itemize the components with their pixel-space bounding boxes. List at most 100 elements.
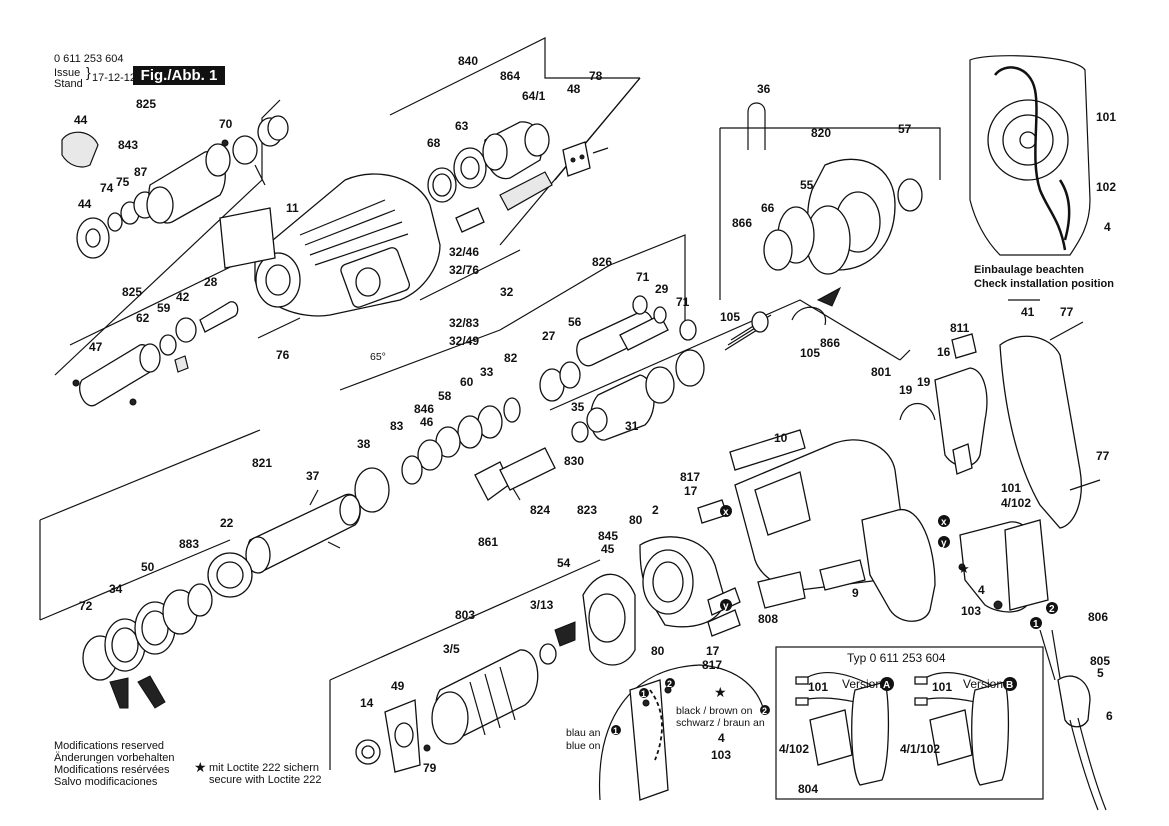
hammer-tube <box>207 489 361 598</box>
label-31: 31 <box>625 419 639 433</box>
label-56: 56 <box>568 315 582 329</box>
wiring-schwarz: schwarz / braun an <box>676 717 765 729</box>
label-83: 83 <box>390 419 404 433</box>
bearing-stack <box>427 121 609 233</box>
label-36: 36 <box>757 82 771 96</box>
label-5: 5 <box>1097 666 1104 680</box>
version-b-badge: B <box>1006 680 1013 691</box>
installation-caption-de: Einbaulage beachten <box>974 264 1084 276</box>
inset-label-4: 4 <box>1104 220 1111 234</box>
marker-x-2: x <box>941 517 947 528</box>
label-80: 80 <box>629 513 643 527</box>
modifications-de: Änderungen vorbehalten <box>54 752 175 764</box>
switch-parts <box>899 321 1101 613</box>
figure-badge: Fig./Abb. 1 <box>133 66 225 85</box>
marker-1: 1 <box>1033 619 1039 630</box>
label-65-deg: 65° <box>370 351 386 363</box>
label-33: 33 <box>480 365 494 379</box>
label-830: 830 <box>564 454 584 468</box>
inset-label-102: 102 <box>1096 180 1116 194</box>
label-79: 79 <box>423 761 437 775</box>
nose-parts <box>61 115 289 259</box>
version-b-drawing <box>914 671 1010 786</box>
label-823: 823 <box>577 503 597 517</box>
marker-y-2: y <box>941 538 947 549</box>
label-42: 42 <box>176 290 190 304</box>
label-72: 72 <box>79 599 93 613</box>
power-cable <box>1039 629 1107 811</box>
version-b-label: Version <box>963 677 1003 691</box>
label-70: 70 <box>219 117 233 131</box>
label-34: 34 <box>109 582 123 596</box>
issue-label: Issue <box>54 67 81 79</box>
motor-housing <box>729 429 936 622</box>
label-87: 87 <box>134 165 148 179</box>
label-2: 2 <box>652 503 659 517</box>
label-45: 45 <box>601 542 615 556</box>
label-76: 76 <box>276 348 290 362</box>
loctite-de: mit Loctite 222 sichern <box>209 762 320 774</box>
label-32-49: 32/49 <box>449 334 479 348</box>
wiring-black: black / brown on <box>676 705 753 717</box>
label-16: 16 <box>937 345 951 359</box>
label-808: 808 <box>758 612 778 626</box>
label-11: 11 <box>286 201 299 215</box>
label-75: 75 <box>116 175 130 189</box>
loctite-en: secure with Loctite 222 <box>209 774 322 786</box>
label-803: 803 <box>455 608 475 622</box>
label-19-b: 19 <box>917 375 931 389</box>
label-105: 105 <box>720 310 740 324</box>
label-103: 103 <box>961 604 981 618</box>
marker-x: x <box>723 507 729 518</box>
star-icon-part: ★ <box>958 562 970 577</box>
label-864: 864 <box>500 69 520 83</box>
label-825: 825 <box>122 285 142 299</box>
version-a-badge: A <box>883 680 890 691</box>
label-105-b: 105 <box>800 346 820 360</box>
label-825-top: 825 <box>136 97 156 111</box>
installation-labels: 101 102 4 Einbaulage beachten Check inst… <box>974 110 1116 290</box>
label-60: 60 <box>460 375 474 389</box>
modifications-en: Modifications reserved <box>54 740 165 752</box>
wiring-label-4: 4 <box>718 731 725 745</box>
wiring-star-icon: ★ <box>714 685 727 701</box>
installation-caption-en: Check installation position <box>974 278 1114 290</box>
label-806: 806 <box>1088 610 1108 624</box>
version-a-4-102: 4/102 <box>779 742 809 756</box>
label-3-5: 3/5 <box>443 642 460 656</box>
label-32: 32 <box>500 285 514 299</box>
label-41: 41 <box>1021 305 1035 319</box>
wiring-marker-2b: 2 <box>762 706 767 716</box>
label-82: 82 <box>504 351 518 365</box>
label-63: 63 <box>455 119 469 133</box>
label-805: 805 <box>1090 654 1110 668</box>
label-47: 47 <box>89 340 103 354</box>
version-a-drawing <box>795 671 890 786</box>
label-22: 22 <box>220 516 234 530</box>
version-a-101: 101 <box>808 680 828 694</box>
label-801: 801 <box>871 365 891 379</box>
label-58: 58 <box>438 389 452 403</box>
label-77-b: 77 <box>1096 449 1110 463</box>
label-32-83: 32/83 <box>449 316 479 330</box>
label-9: 9 <box>852 586 859 600</box>
drawing-number: 0 611 253 604 <box>54 53 124 65</box>
label-80-b: 80 <box>651 644 665 658</box>
ring-parts <box>354 397 556 513</box>
wiring-blue: blue on <box>566 740 601 752</box>
brace: } <box>86 64 91 80</box>
version-labels: Typ 0 611 253 604 Version A Version B 10… <box>779 651 1017 796</box>
modifications-note: Modifications reserved Änderungen vorbeh… <box>54 740 174 788</box>
label-27: 27 <box>542 329 556 343</box>
lower-rings <box>82 583 213 709</box>
label-4-102: 4/102 <box>1001 496 1031 510</box>
label-44-top: 44 <box>74 113 88 127</box>
label-32-76: 32/76 <box>449 263 479 277</box>
label-3-13: 3/13 <box>530 598 554 612</box>
inset-wiring <box>598 664 766 801</box>
version-b-4-1-102: 4/1/102 <box>900 742 940 756</box>
label-820: 820 <box>811 126 831 140</box>
label-10: 10 <box>774 431 788 445</box>
marker-2: 2 <box>1049 604 1055 615</box>
